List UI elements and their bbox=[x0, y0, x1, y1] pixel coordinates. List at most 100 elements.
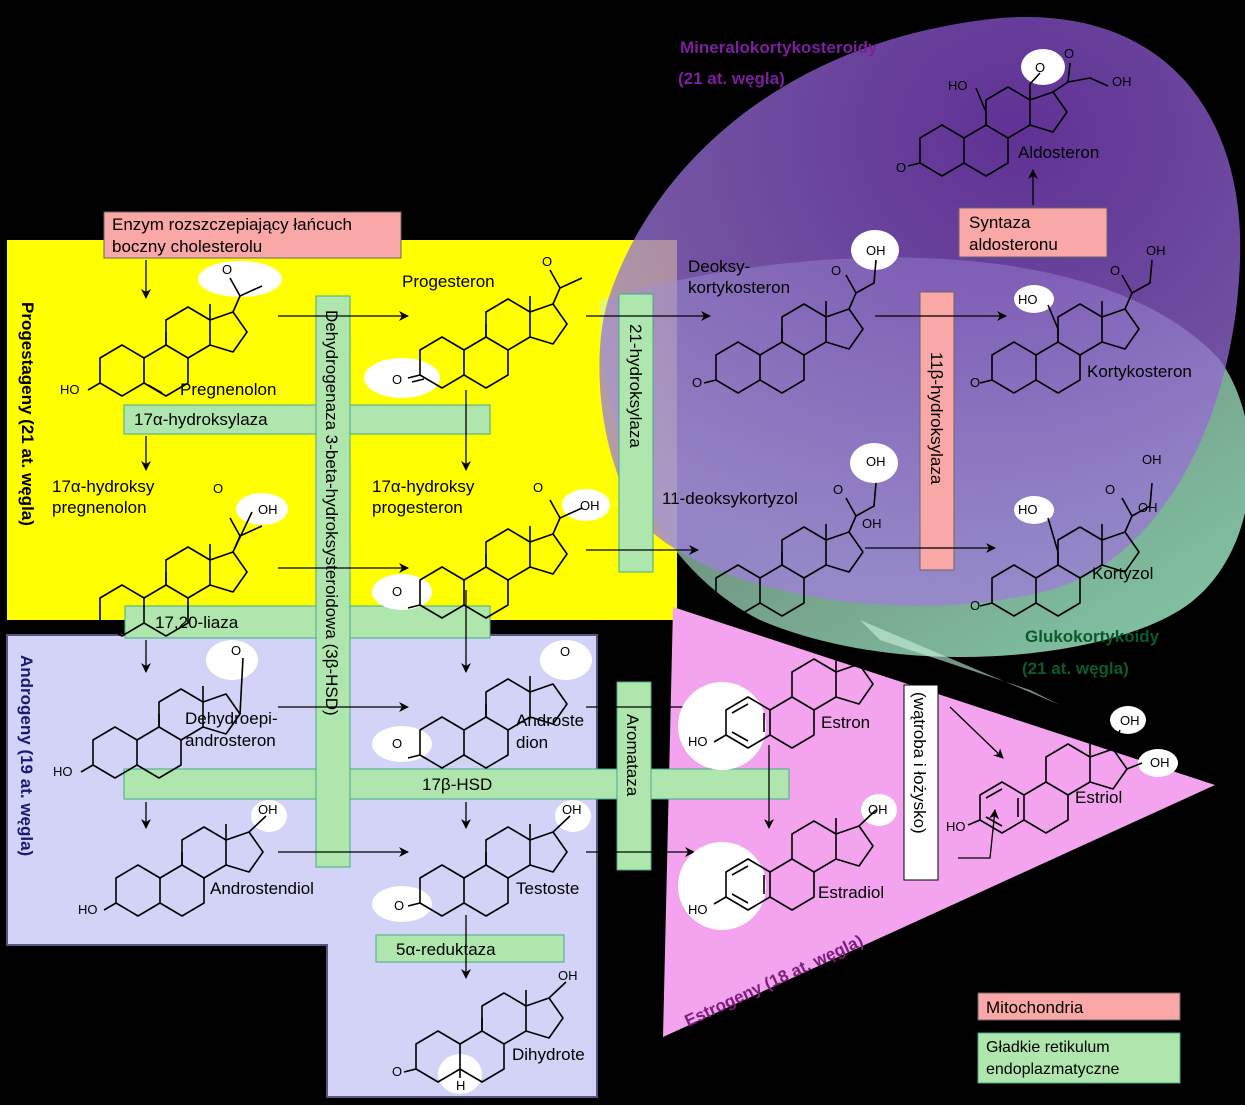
svg-text:O: O bbox=[896, 160, 906, 175]
enzyme-5a-reductase: 5α-reduktaza bbox=[375, 934, 565, 963]
svg-text:OH: OH bbox=[862, 516, 882, 531]
svg-text:HO: HO bbox=[1018, 292, 1038, 307]
svg-text:O: O bbox=[833, 482, 843, 497]
svg-text:HO: HO bbox=[60, 382, 80, 397]
svg-text:aldosteronu: aldosteronu bbox=[969, 235, 1058, 254]
molecule-corticosterone: O HO O OH Kortykosteron bbox=[970, 243, 1192, 394]
glucocorticoids-carbon-label: (21 at. węgla) bbox=[1022, 659, 1129, 678]
svg-text:Dehydroepi-: Dehydroepi- bbox=[185, 709, 278, 728]
svg-text:(wątroba i łożysko): (wątroba i łożysko) bbox=[910, 692, 929, 834]
svg-text:Androste: Androste bbox=[516, 711, 584, 730]
enzyme-aromatase: Aromataza bbox=[616, 681, 652, 871]
svg-text:Deoksy-: Deoksy- bbox=[688, 257, 750, 276]
molecule-aldosterone: O HO O O OH Aldosteron bbox=[896, 46, 1132, 177]
svg-text:OH: OH bbox=[866, 243, 886, 258]
svg-text:O: O bbox=[1035, 60, 1045, 75]
molecule-estradiol: HO OH Estradiol bbox=[678, 794, 897, 930]
molecule-cortisol: O HO O OH OH Kortyzol bbox=[970, 452, 1162, 617]
svg-text:OH: OH bbox=[1120, 713, 1140, 728]
svg-text:OH: OH bbox=[1146, 243, 1166, 258]
svg-text:OH: OH bbox=[1150, 755, 1170, 770]
molecule-progesterone: O O Progesteron bbox=[364, 254, 583, 398]
svg-text:O: O bbox=[692, 598, 702, 613]
svg-text:Dihydrote: Dihydrote bbox=[512, 1045, 585, 1064]
svg-text:Testoste: Testoste bbox=[516, 879, 579, 898]
svg-text:Syntaza: Syntaza bbox=[969, 213, 1031, 232]
svg-text:Estron: Estron bbox=[821, 713, 870, 732]
molecule-17oh-pregnenolone: HO O OH 17α-hydroksy pregnenolon bbox=[52, 477, 288, 637]
svg-text:Aldosteron: Aldosteron bbox=[1018, 143, 1099, 162]
svg-text:H: H bbox=[456, 1078, 465, 1093]
svg-text:Pregnenolon: Pregnenolon bbox=[180, 380, 276, 399]
svg-text:dion: dion bbox=[516, 733, 548, 752]
svg-text:Mitochondria: Mitochondria bbox=[986, 998, 1084, 1017]
estrogen-region bbox=[663, 607, 1215, 1037]
svg-text:Estriol: Estriol bbox=[1075, 788, 1122, 807]
svg-text:OH: OH bbox=[1112, 74, 1132, 89]
svg-text:OH: OH bbox=[258, 802, 278, 817]
svg-text:O: O bbox=[970, 598, 980, 613]
svg-text:progesteron: progesteron bbox=[372, 498, 463, 517]
svg-text:HO: HO bbox=[948, 78, 968, 93]
svg-text:17,20-liaza: 17,20-liaza bbox=[155, 613, 239, 632]
androgen-region bbox=[6, 634, 598, 1098]
svg-text:Dehydrogenaza 3-beta-hydroksys: Dehydrogenaza 3-beta-hydroksysteroidowa … bbox=[322, 310, 341, 716]
glucocorticoids-label: Glukokortykoidy bbox=[1025, 627, 1160, 646]
svg-text:17α-hydroksy: 17α-hydroksy bbox=[52, 477, 155, 496]
svg-text:O: O bbox=[560, 644, 570, 659]
enzyme-21-hydroxylase: 21-hydroksylaza bbox=[618, 293, 654, 573]
svg-text:Aromataza: Aromataza bbox=[623, 714, 642, 797]
enzyme-17a-hydroxylase: 17α-hydroksylaza bbox=[123, 404, 491, 435]
enzyme-1720-lyase: 17,20-liaza bbox=[124, 605, 491, 639]
svg-text:OH: OH bbox=[868, 802, 888, 817]
molecule-dht: O H OH Dihydrote bbox=[392, 968, 585, 1094]
svg-text:O: O bbox=[533, 480, 543, 495]
enzyme-aldosterone-synthase: Syntaza aldosteronu bbox=[958, 207, 1108, 258]
svg-text:17α-hydroksylaza: 17α-hydroksylaza bbox=[134, 410, 268, 429]
svg-text:O: O bbox=[231, 643, 241, 658]
svg-text:O: O bbox=[392, 584, 402, 599]
svg-text:O: O bbox=[542, 254, 552, 269]
svg-text:11β-hydroksylaza: 11β-hydroksylaza bbox=[927, 352, 946, 485]
svg-text:O: O bbox=[1105, 482, 1115, 497]
enzyme-3b-hsd: Dehydrogenaza 3-beta-hydroksysteroidowa … bbox=[315, 295, 351, 868]
svg-text:pregnenolon: pregnenolon bbox=[52, 498, 147, 517]
svg-text:O: O bbox=[970, 375, 980, 390]
progestagens-label: Progestageny (21 at. węgla) bbox=[18, 302, 37, 526]
svg-text:endoplazmatyczne: endoplazmatyczne bbox=[986, 1061, 1120, 1078]
svg-text:OH: OH bbox=[1142, 452, 1162, 467]
svg-text:Kortyzol: Kortyzol bbox=[1092, 564, 1153, 583]
svg-text:17β-HSD: 17β-HSD bbox=[422, 775, 492, 794]
svg-text:OH: OH bbox=[1138, 500, 1158, 515]
svg-text:O: O bbox=[394, 898, 404, 913]
molecule-dhea: HO O Dehydroepi- androsteron bbox=[53, 640, 278, 779]
molecule-androstenediol: HO OH Androstendiol bbox=[78, 800, 314, 917]
svg-text:HO: HO bbox=[1018, 502, 1038, 517]
svg-text:Kortykosteron: Kortykosteron bbox=[1087, 362, 1192, 381]
svg-text:O: O bbox=[1064, 46, 1074, 61]
legend-smooth-er: Gładkie retikulum endoplazmatyczne bbox=[977, 1032, 1181, 1084]
svg-text:kortykosteron: kortykosteron bbox=[688, 278, 790, 297]
molecule-11-deoxycortisol: O O OH OH 11-deoksykortyzol bbox=[662, 443, 898, 617]
svg-text:OH: OH bbox=[562, 802, 582, 817]
svg-text:OH: OH bbox=[580, 498, 600, 513]
molecule-pregnenolone: HO O Pregnenolon bbox=[60, 261, 282, 399]
enzyme-17b-hsd: 17β-HSD bbox=[123, 768, 790, 800]
svg-text:17α-hydroksy: 17α-hydroksy bbox=[372, 477, 475, 496]
legend-mitochondria: Mitochondria bbox=[977, 992, 1181, 1021]
svg-text:boczny cholesterolu: boczny cholesterolu bbox=[112, 237, 262, 256]
svg-text:O: O bbox=[392, 372, 402, 387]
svg-text:OH: OH bbox=[558, 968, 578, 983]
svg-text:HO: HO bbox=[688, 902, 708, 917]
molecule-estriol: HO OH OH Estriol bbox=[946, 706, 1178, 834]
mineralocorticoids-carbon-label: (21 at. węgla) bbox=[678, 69, 785, 88]
svg-text:OH: OH bbox=[866, 454, 886, 469]
androgens-label: Androgeny (19 at. węgla) bbox=[17, 655, 36, 856]
svg-text:HO: HO bbox=[78, 902, 98, 917]
molecule-deoxycorticosterone: O O OH Deoksy- kortykosteron bbox=[688, 230, 899, 394]
molecule-estrone: HO Estron bbox=[678, 655, 874, 770]
svg-text:O: O bbox=[1110, 263, 1120, 278]
enzyme-liver-placenta: (wątroba i łożysko) bbox=[903, 684, 939, 881]
svg-text:11-deoksykortyzol: 11-deoksykortyzol bbox=[662, 489, 798, 508]
